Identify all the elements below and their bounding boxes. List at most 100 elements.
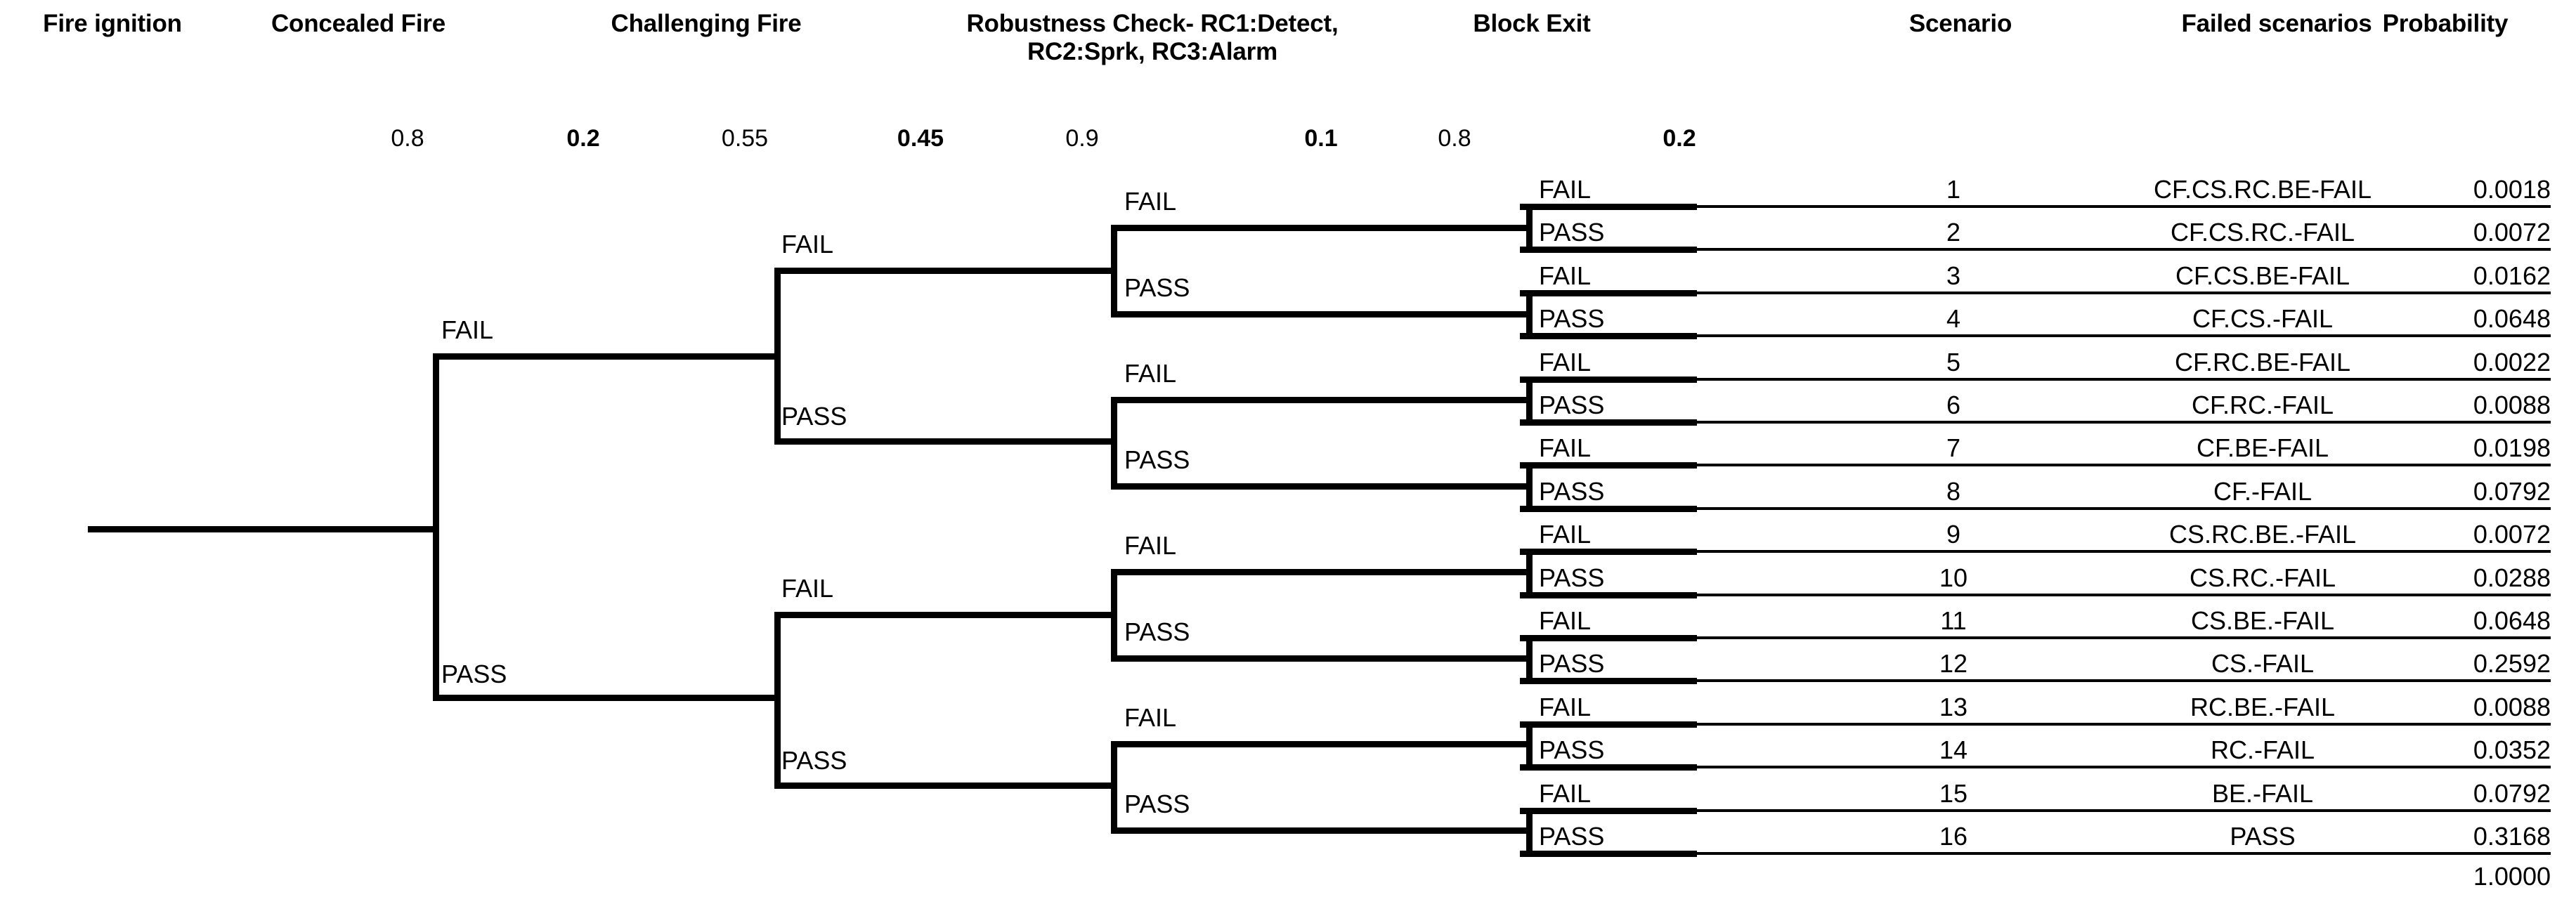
outcome-failed-scenario-5: CF.RC.-FAIL [2191, 391, 2334, 419]
outcome-probability-11: 0.2592 [2473, 649, 2551, 679]
outcome-failed-scenario-10: CS.BE.-FAIL [2190, 606, 2335, 635]
outcome-end-state-9: PASS [1539, 563, 1605, 592]
outcome-failed-scenario-15: PASS [2230, 822, 2296, 851]
level3-pass-branch-4 [1111, 827, 1526, 834]
outcome-scenario-number-12: 13 [1939, 692, 1968, 721]
terminal-bracket-vertical-6 [1526, 721, 1533, 771]
branch-label-12: FAIL [1124, 703, 1177, 732]
branch-label-8: FAIL [1124, 359, 1177, 388]
outcome-probability-13: 0.0352 [2473, 735, 2551, 765]
outcome-end-state-2: FAIL [1539, 261, 1592, 290]
row-rule-thick-8 [1520, 549, 1697, 556]
outcome-end-state-3: PASS [1539, 304, 1605, 334]
row-rule-thin-3 [1697, 334, 2551, 338]
branch-probability-6: 0.8 [1438, 125, 1471, 152]
branch-probability-5: 0.1 [1304, 125, 1338, 152]
row-rule-thick-11 [1520, 678, 1697, 685]
outcome-scenario-number-15: 16 [1939, 822, 1968, 851]
outcome-probability-4: 0.0022 [2473, 347, 2551, 377]
outcome-probability-9: 0.0288 [2473, 563, 2551, 592]
outcome-end-state-13: PASS [1539, 735, 1605, 765]
branch-probability-7: 0.2 [1663, 125, 1696, 152]
terminal-bracket-vertical-0 [1526, 204, 1533, 254]
branch-label-9: PASS [1124, 445, 1190, 474]
outcome-end-state-0: FAIL [1539, 175, 1592, 204]
outcome-probability-12: 0.0088 [2473, 692, 2551, 721]
outcome-failed-scenario-13: RC.-FAIL [2210, 735, 2315, 765]
branch-label-3: PASS [781, 402, 847, 431]
level3-split-vertical-1 [1111, 225, 1117, 311]
row-rule-thin-1 [1697, 248, 2551, 251]
outcome-scenario-number-10: 11 [1940, 606, 1967, 635]
row-rule-thin-7 [1697, 506, 2551, 510]
outcome-probability-0: 0.0018 [2473, 175, 2551, 204]
row-rule-thin-5 [1697, 421, 2551, 424]
outcome-scenario-number-5: 6 [1946, 391, 1961, 419]
outcome-probability-3: 0.0648 [2473, 304, 2551, 334]
total-probability: 1.0000 [2473, 862, 2551, 891]
level3-fail-branch-4 [1111, 741, 1526, 747]
outcome-failed-scenario-2: CF.CS.BE-FAIL [2175, 261, 2350, 290]
outcome-probability-10: 0.0648 [2473, 606, 2551, 635]
outcome-end-state-4: FAIL [1539, 347, 1592, 377]
level3-pass-branch-3 [1111, 655, 1526, 662]
column-header-4: Block Exit [1473, 10, 1591, 37]
outcome-end-state-8: FAIL [1539, 520, 1592, 549]
outcome-scenario-number-4: 5 [1946, 347, 1961, 377]
outcome-scenario-number-11: 12 [1939, 649, 1968, 679]
outcome-end-state-6: FAIL [1539, 433, 1592, 463]
row-rule-thick-9 [1520, 591, 1697, 598]
terminal-bracket-vertical-2 [1526, 376, 1533, 426]
row-rule-thin-13 [1697, 766, 2551, 769]
terminal-bracket-vertical-4 [1526, 549, 1533, 598]
terminal-bracket-vertical-7 [1526, 807, 1533, 857]
branch-probability-1: 0.2 [566, 125, 600, 152]
outcome-scenario-number-14: 15 [1939, 778, 1968, 808]
level2-upper-fail-branch [774, 268, 1117, 274]
row-rule-thin-10 [1697, 636, 2551, 639]
outcome-probability-14: 0.0792 [2473, 778, 2551, 808]
terminal-bracket-vertical-3 [1526, 462, 1533, 512]
row-rule-thick-6 [1520, 462, 1697, 469]
row-rule-thick-13 [1520, 764, 1697, 771]
branch-label-0: FAIL [441, 315, 494, 344]
outcome-scenario-number-3: 4 [1946, 304, 1961, 334]
column-header-5: Scenario [1908, 10, 2012, 37]
outcome-probability-8: 0.0072 [2473, 520, 2551, 549]
level3-fail-branch-1 [1111, 225, 1526, 231]
outcome-end-state-15: PASS [1539, 822, 1605, 851]
outcome-failed-scenario-0: CF.CS.RC.BE-FAIL [2153, 175, 2372, 204]
branch-label-5: PASS [781, 746, 847, 775]
outcome-probability-15: 0.3168 [2473, 822, 2551, 851]
level3-split-vertical-4 [1111, 741, 1117, 827]
outcome-probability-7: 0.0792 [2473, 476, 2551, 506]
outcome-end-state-1: PASS [1539, 218, 1605, 247]
row-rule-thick-5 [1520, 419, 1697, 426]
branch-label-6: FAIL [1124, 187, 1177, 216]
branch-label-7: PASS [1124, 273, 1190, 302]
level2-upper-pass-branch [774, 438, 1117, 445]
outcome-failed-scenario-9: CS.RC.-FAIL [2189, 563, 2336, 592]
row-rule-thin-0 [1697, 205, 2551, 208]
row-rule-thin-6 [1697, 464, 2551, 467]
outcome-scenario-number-0: 1 [1946, 175, 1961, 204]
row-rule-thick-0 [1520, 204, 1697, 210]
outcome-scenario-number-9: 10 [1939, 563, 1968, 592]
level3-fail-branch-3 [1111, 569, 1526, 575]
outcome-probability-1: 0.0072 [2473, 218, 2551, 247]
outcome-failed-scenario-6: CF.BE-FAIL [2196, 433, 2329, 463]
outcome-failed-scenario-11: CS.-FAIL [2211, 649, 2315, 679]
row-rule-thick-15 [1520, 851, 1697, 857]
row-rule-thick-2 [1520, 289, 1697, 296]
row-rule-thin-4 [1697, 377, 2551, 381]
column-header-0: Fire ignition [43, 10, 182, 37]
column-header-1: Concealed Fire [271, 10, 446, 37]
level3-fail-branch-2 [1111, 397, 1526, 403]
outcome-end-state-10: FAIL [1539, 606, 1592, 635]
branch-label-11: PASS [1124, 617, 1190, 646]
outcome-scenario-number-7: 8 [1946, 476, 1961, 506]
row-rule-thick-12 [1520, 721, 1697, 728]
level1-pass-branch [433, 695, 781, 701]
outcome-scenario-number-6: 7 [1946, 433, 1961, 463]
